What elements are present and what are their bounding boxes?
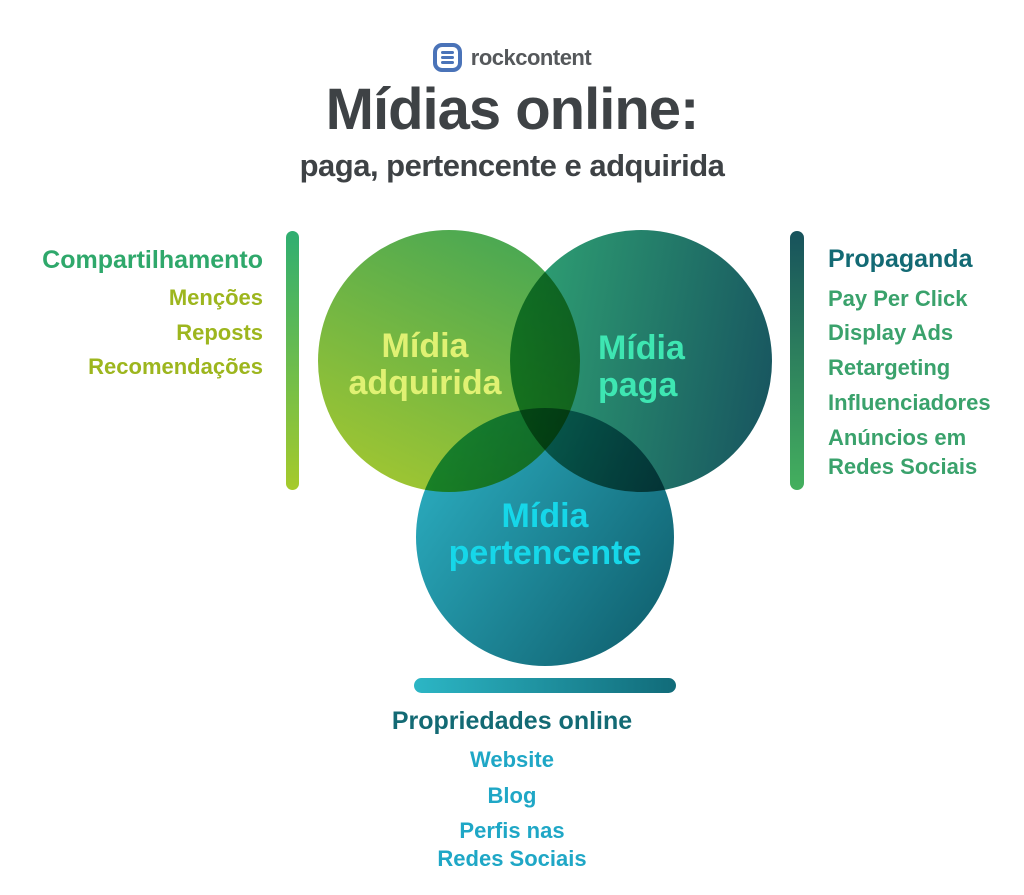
- right-panel-heading: Propaganda: [828, 245, 973, 273]
- venn-label-earned-media: Mídia adquirida: [348, 327, 502, 402]
- left-panel-bar: [286, 231, 299, 490]
- list-item: Pay Per Click: [828, 286, 968, 311]
- right-panel-bar: [790, 231, 804, 490]
- list-item: Blog: [487, 783, 537, 808]
- list-item: Reposts: [176, 320, 263, 345]
- page-title: Mídias online:: [325, 77, 700, 142]
- list-item: Website: [470, 747, 554, 772]
- venn-label-owned-media: Mídia pertencente: [448, 497, 642, 572]
- rockcontent-logo-icon: [432, 43, 462, 72]
- brand-name: rockcontent: [470, 44, 592, 70]
- list-item: Perfis nas Redes Sociais: [437, 818, 587, 871]
- bottom-panel-bar: [414, 678, 676, 693]
- list-item: Recomendações: [88, 354, 263, 379]
- page-subtitle: paga, pertencente e adquirida: [299, 148, 725, 183]
- left-panel-heading: Compartilhamento: [42, 246, 263, 274]
- brand-logo: rockcontent: [0, 43, 1024, 72]
- venn-label-paid-media: Mídia paga: [598, 329, 685, 404]
- venn-circle-owned-media: [416, 408, 674, 666]
- list-item: Retargeting: [828, 355, 951, 380]
- bottom-panel-heading: Propriedades online: [391, 707, 633, 735]
- list-item: Menções: [168, 285, 263, 310]
- list-item: Anúncios em Redes Sociais: [828, 425, 978, 479]
- list-item: Influenciadores: [828, 390, 991, 415]
- list-item: Display Ads: [828, 320, 954, 345]
